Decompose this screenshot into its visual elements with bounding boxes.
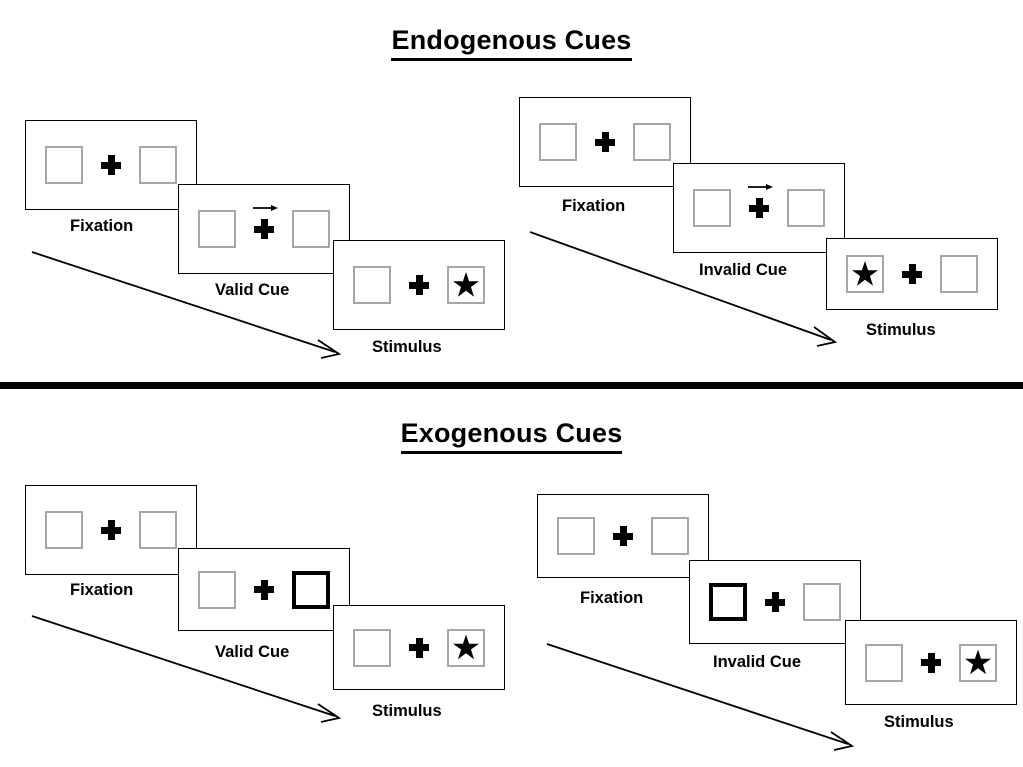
arrow-right-icon xyxy=(253,205,278,211)
placeholder-box-left xyxy=(539,123,577,161)
time-arrow-icon-exogenous-invalid xyxy=(546,643,855,751)
target-box-right xyxy=(447,628,485,667)
panel-endogenous-valid-fixation[interactable] xyxy=(25,120,197,210)
plus-cross-icon xyxy=(101,155,121,175)
panel-content xyxy=(557,517,689,555)
step-label-exogenous-invalid-cue: Invalid Cue xyxy=(713,653,802,671)
placeholder-box-left xyxy=(198,570,236,609)
step-label-exogenous-invalid-stimulus: Stimulus xyxy=(884,713,954,731)
plus-cross-icon xyxy=(101,520,121,540)
placeholder-box-left xyxy=(693,189,731,227)
placeholder-box-right xyxy=(940,255,978,293)
plus-cross-icon xyxy=(921,652,941,673)
panel-endogenous-invalid-stimulus[interactable] xyxy=(826,238,998,310)
plus-cross-icon xyxy=(254,219,274,239)
panel-endogenous-valid-cue[interactable] xyxy=(178,184,350,274)
placeholder-box-right xyxy=(803,583,841,621)
section-title-exogenous: Exogenous Cues xyxy=(0,418,1023,454)
panel-content xyxy=(865,643,997,682)
step-label-endogenous-valid-stimulus: Stimulus xyxy=(372,338,442,356)
placeholder-box-right xyxy=(139,511,177,549)
section-title-endogenous-text: Endogenous Cues xyxy=(391,25,632,61)
plus-cross-icon xyxy=(595,132,615,152)
plus-cross-icon xyxy=(613,526,633,546)
plus-cross-icon xyxy=(254,579,274,600)
step-label-exogenous-valid-fixation: Fixation xyxy=(70,581,134,599)
plus-cross-icon xyxy=(902,264,922,284)
step-label-exogenous-invalid-fixation: Fixation xyxy=(580,589,644,607)
step-label-endogenous-valid-fixation: Fixation xyxy=(70,217,134,235)
section-title-endogenous: Endogenous Cues xyxy=(0,25,1023,61)
panel-endogenous-invalid-cue[interactable] xyxy=(673,163,845,253)
panel-exogenous-valid-stimulus[interactable] xyxy=(333,605,505,690)
target-box-left xyxy=(846,255,884,293)
step-label-endogenous-invalid-cue: Invalid Cue xyxy=(699,261,788,279)
section-title-exogenous-text: Exogenous Cues xyxy=(400,418,623,454)
panel-content xyxy=(846,255,978,293)
panel-endogenous-valid-stimulus[interactable] xyxy=(333,240,505,330)
placeholder-box-left xyxy=(353,266,391,304)
placeholder-box-right xyxy=(633,123,671,161)
cued-box-right xyxy=(292,570,330,609)
placeholder-box-left xyxy=(353,628,391,667)
panel-exogenous-invalid-stimulus[interactable] xyxy=(845,620,1017,705)
target-box-right xyxy=(959,643,997,682)
placeholder-box-left xyxy=(865,643,903,682)
arrow-right-icon xyxy=(748,184,773,190)
panel-exogenous-invalid-fixation[interactable] xyxy=(537,494,709,578)
panel-content xyxy=(45,146,177,184)
panel-content xyxy=(539,123,671,161)
placeholder-box-left xyxy=(557,517,595,555)
panel-content xyxy=(198,570,330,609)
placeholder-box-right xyxy=(787,189,825,227)
star-icon xyxy=(453,272,479,297)
panel-exogenous-valid-cue[interactable] xyxy=(178,548,350,631)
panel-content xyxy=(693,184,825,227)
plus-cross-icon xyxy=(409,637,429,658)
cue-region xyxy=(748,184,773,218)
panel-content xyxy=(45,511,177,549)
plus-cross-icon xyxy=(765,592,785,612)
cue-region xyxy=(253,205,278,239)
panel-exogenous-valid-fixation[interactable] xyxy=(25,485,197,575)
panel-content xyxy=(353,628,485,667)
step-label-endogenous-invalid-fixation: Fixation xyxy=(562,197,626,215)
star-icon xyxy=(852,261,878,286)
placeholder-box-left xyxy=(45,511,83,549)
placeholder-box-left xyxy=(45,146,83,184)
star-icon xyxy=(453,634,479,660)
step-label-endogenous-valid-cue: Valid Cue xyxy=(215,281,290,299)
section-divider xyxy=(0,382,1023,389)
step-label-endogenous-invalid-stimulus: Stimulus xyxy=(866,321,936,339)
panel-content xyxy=(353,266,485,304)
placeholder-box-right xyxy=(292,210,330,248)
panel-endogenous-invalid-fixation[interactable] xyxy=(519,97,691,187)
panel-content xyxy=(198,205,330,248)
cued-box-left xyxy=(709,583,747,621)
panel-content xyxy=(709,583,841,621)
star-icon xyxy=(965,649,991,675)
placeholder-box-right xyxy=(651,517,689,555)
plus-cross-icon xyxy=(409,275,429,295)
step-label-exogenous-valid-cue: Valid Cue xyxy=(215,643,290,661)
plus-cross-icon xyxy=(749,198,769,218)
target-box-right xyxy=(447,266,485,304)
placeholder-box-right xyxy=(139,146,177,184)
panel-exogenous-invalid-cue[interactable] xyxy=(689,560,861,644)
placeholder-box-left xyxy=(198,210,236,248)
step-label-exogenous-valid-stimulus: Stimulus xyxy=(372,702,442,720)
